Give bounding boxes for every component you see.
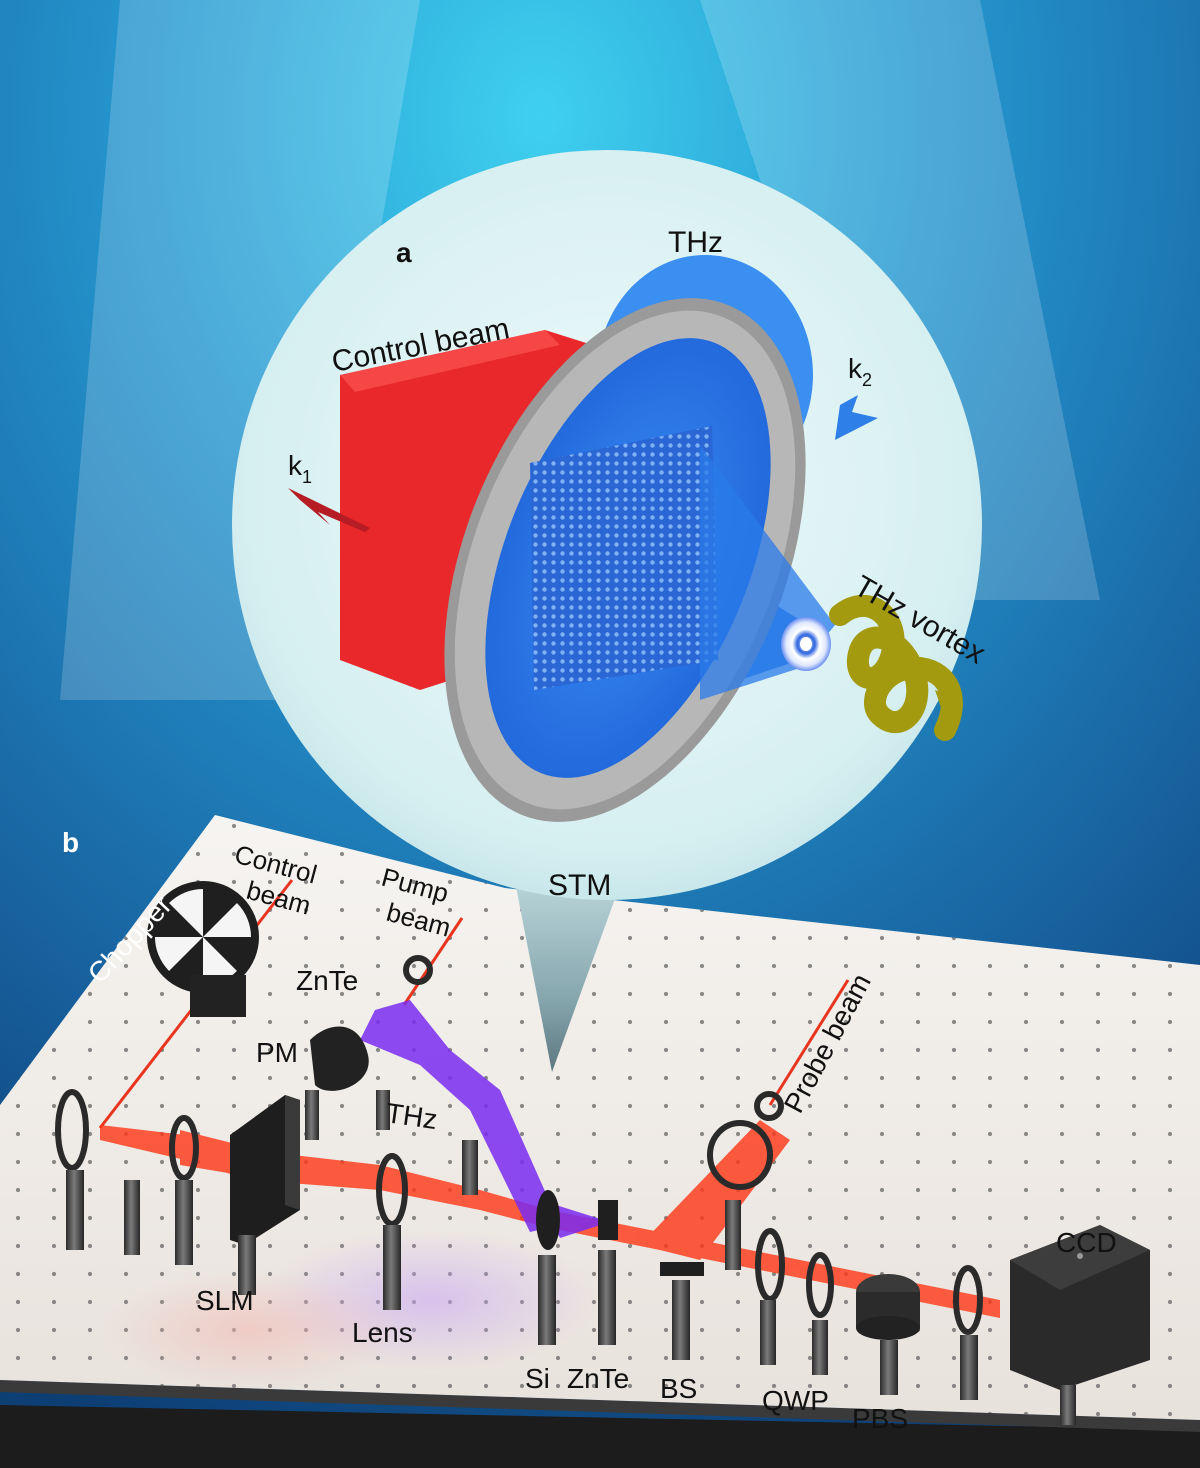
lens-mounts [55, 955, 983, 1335]
k2-arrow-icon [835, 395, 878, 440]
stm-label: STM [548, 869, 611, 902]
k1-label: k1 [288, 450, 312, 487]
thz-label-a: THz [668, 226, 723, 259]
optical-table [0, 815, 1200, 1468]
vortex-spot [781, 617, 831, 671]
lens-label: Lens [352, 1317, 413, 1348]
vortex-helix [829, 594, 963, 741]
beamsplitter-mount [660, 1262, 704, 1276]
slm-device [230, 1095, 300, 1245]
k1-letter: k [288, 450, 303, 481]
chopper [147, 881, 259, 1017]
ccd-camera [1010, 1225, 1150, 1390]
slm-label: SLM [196, 1285, 254, 1316]
optical-posts [66, 1090, 1076, 1425]
znte-bottom-label: ZnTe [567, 1363, 629, 1394]
k2-label: k2 [848, 353, 872, 390]
znte-crystal-mount [598, 1200, 618, 1240]
k1-subscript: 1 [302, 467, 312, 487]
k2-letter: k [848, 353, 863, 384]
panel-b-letter: b [62, 827, 79, 858]
si-wafer-mount [536, 1190, 560, 1250]
qwp-label: QWP [762, 1385, 829, 1416]
k1-arrow-icon [288, 488, 370, 532]
thz-label-b: THz [384, 1097, 439, 1135]
bs-label: BS [660, 1373, 697, 1404]
pm-label: PM [256, 1037, 298, 1068]
znte-top-label: ZnTe [296, 965, 358, 996]
panel-a-letter: a [396, 237, 412, 268]
ccd-label: CCD [1056, 1227, 1117, 1258]
si-label: Si [525, 1363, 550, 1394]
pbs-label: PBS [852, 1403, 908, 1434]
pbs-cube [856, 1274, 920, 1340]
k2-subscript: 2 [862, 370, 872, 390]
parabolic-mirror [310, 1026, 369, 1091]
